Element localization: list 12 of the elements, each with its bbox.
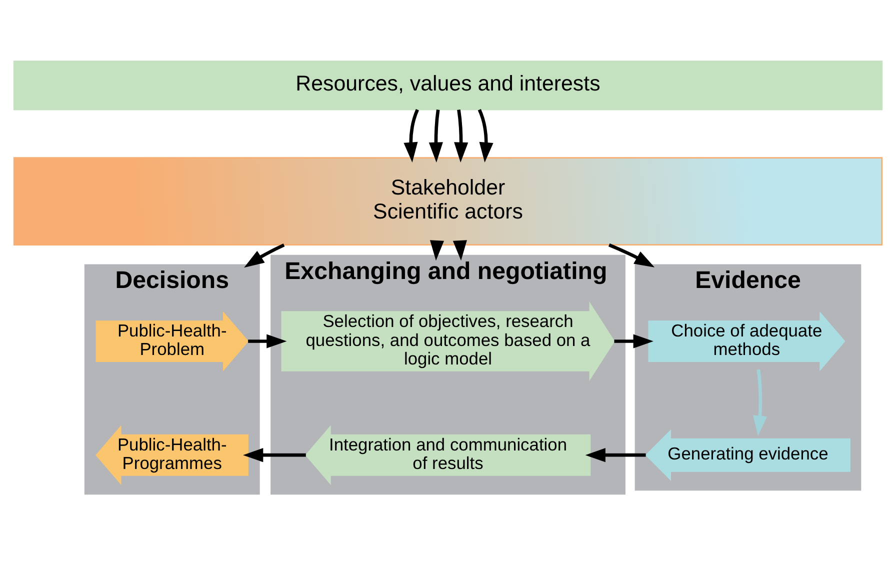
node-box: Resources, values and interests [13,60,883,110]
arrow [452,240,467,260]
arrow [585,448,646,462]
arrow [428,108,443,162]
arrow [454,108,468,162]
arrow [404,108,419,162]
arrow [430,240,444,260]
arrow [248,334,287,348]
arrow [478,108,494,162]
arrow [753,368,768,436]
arrow [243,448,306,462]
arrow [614,334,654,348]
